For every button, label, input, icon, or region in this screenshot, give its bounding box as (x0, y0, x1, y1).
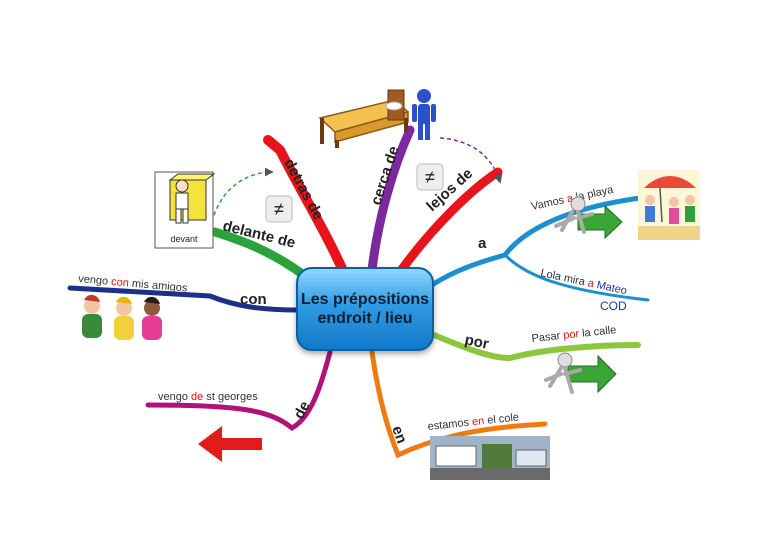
devant-picture: devant (154, 171, 216, 249)
branch-cerca-de (367, 125, 415, 275)
branch-a-lower (503, 253, 650, 302)
dashed-arrow-lejos (439, 137, 503, 184)
branch-delante-de (210, 227, 310, 281)
svg-text:≠: ≠ (274, 199, 284, 219)
sentence-vengo-con: vengo con mis amigos (78, 273, 189, 295)
beach-picture (638, 170, 700, 240)
branch-detras-de (263, 135, 350, 280)
label-de: de (291, 398, 314, 421)
sentence-pasar: Pasar por la calle (531, 324, 617, 345)
running-arrow-icon (544, 352, 617, 394)
branch-en (369, 349, 548, 459)
left-arrow-icon (198, 426, 262, 462)
devant-label: devant (170, 234, 198, 244)
branch-lejos-de (395, 167, 503, 277)
central-topic: Les prépositions endroit / lieu (296, 267, 434, 351)
central-topic-line2: endroit / lieu (317, 310, 413, 327)
friends-picture (82, 294, 162, 340)
bed-icon (318, 89, 410, 148)
sentence-cod: COD (600, 299, 627, 313)
label-por: por (463, 331, 490, 353)
branch-a (429, 195, 643, 288)
sentence-estamos: estamos en el cole (427, 411, 520, 433)
person-icon (412, 89, 436, 140)
not-equal-icon: ≠ (265, 195, 293, 223)
label-a: a (478, 235, 487, 252)
label-con: con (240, 291, 267, 308)
svg-text:≠: ≠ (425, 167, 435, 187)
sentence-vengo-de: vengo de st georges (158, 391, 258, 403)
branch-de (145, 349, 333, 432)
branch-con (67, 285, 301, 313)
branch-por (431, 332, 641, 362)
label-en: en (388, 424, 410, 446)
central-topic-line1: Les prépositions (300, 291, 430, 308)
label-cerca-de: cerca de (368, 144, 403, 207)
dashed-arrow-devant (211, 167, 274, 223)
school-picture (430, 436, 550, 480)
running-arrow-icon (554, 196, 623, 240)
not-equal-icon: ≠ (416, 163, 444, 191)
